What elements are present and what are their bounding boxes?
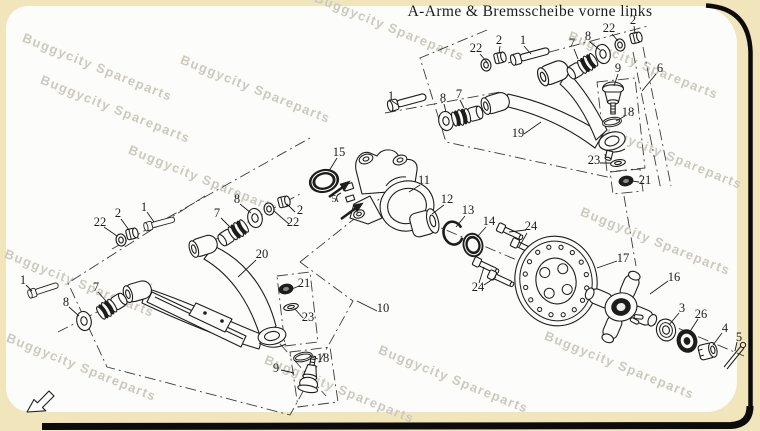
part-callout: 24 xyxy=(525,219,538,233)
direction-arrows xyxy=(328,180,364,221)
part-callout: 7 xyxy=(214,206,220,220)
hub-washer xyxy=(655,318,677,342)
flat-washer xyxy=(609,158,627,168)
lock-washer xyxy=(262,201,276,217)
washer xyxy=(245,206,265,230)
part-callout: 5 xyxy=(736,330,742,344)
part-callout: 16 xyxy=(668,270,681,284)
part-callout: 18 xyxy=(622,105,635,119)
arm-tube xyxy=(478,89,513,117)
part-callout: 22 xyxy=(287,215,300,229)
part-callout: 21 xyxy=(298,276,311,290)
part-callout: 7 xyxy=(93,280,99,294)
disc-bolt xyxy=(486,268,516,290)
page-title: A-Arme & Bremsscheibe vorne links xyxy=(407,3,653,20)
part-callout: 8 xyxy=(234,192,240,206)
upper-a-arm xyxy=(478,57,626,161)
washer xyxy=(74,309,94,333)
part-callout: 2 xyxy=(496,33,502,47)
wheel-bearing xyxy=(409,208,440,238)
part-callout: 22 xyxy=(603,21,616,35)
part-callout: 17 xyxy=(617,251,630,265)
castle-nut-upper xyxy=(617,174,635,188)
part-callout: 10 xyxy=(377,301,390,315)
part-callout: 4 xyxy=(722,321,729,335)
part-callout: 3 xyxy=(679,301,685,315)
bushing xyxy=(214,217,251,250)
cotter-pin xyxy=(723,341,747,370)
knuckle-seal xyxy=(308,168,340,194)
bushing xyxy=(449,103,486,128)
part-callout: 2 xyxy=(630,13,636,27)
castle-nut xyxy=(697,341,718,361)
nut xyxy=(492,50,508,65)
ball-joint-lower xyxy=(297,355,319,394)
part-callout: 12 xyxy=(441,192,454,206)
bushing xyxy=(564,51,601,83)
ball-joint-upper xyxy=(601,81,625,115)
lock-washer xyxy=(479,57,493,73)
part-callout: 2 xyxy=(115,206,121,220)
lock-washer xyxy=(613,37,627,53)
part-callout: 13 xyxy=(462,203,475,217)
part-callout: 1 xyxy=(388,89,394,103)
lock-washer xyxy=(114,232,128,248)
frame-border xyxy=(705,3,753,408)
part-callout: 23 xyxy=(588,153,601,167)
part-callout: 19 xyxy=(512,126,525,140)
part-callout: 26 xyxy=(695,307,708,321)
part-callout: 9 xyxy=(615,61,621,75)
part-callout: 15 xyxy=(333,145,346,159)
corner-arrow-icon xyxy=(26,390,55,413)
nut xyxy=(628,30,644,45)
o-ring xyxy=(292,350,314,364)
hub-seal xyxy=(462,232,484,258)
part-callout: 2 xyxy=(297,203,303,217)
part-callout: 11 xyxy=(418,173,430,187)
part-callout: 8 xyxy=(63,295,69,309)
frame-border xyxy=(41,405,754,430)
part-callout: 8 xyxy=(440,91,446,105)
part-callout: 24 xyxy=(472,280,485,294)
part-callout: 6 xyxy=(657,61,663,75)
o-ring xyxy=(601,115,623,129)
part-callout: 14 xyxy=(483,214,496,228)
part-callout: 22 xyxy=(470,41,483,55)
castle-nut-lower xyxy=(277,282,295,296)
part-callout: 18 xyxy=(317,351,330,365)
brake-disc xyxy=(514,235,598,327)
part-callout: 20 xyxy=(256,247,269,261)
part-callout: 1 xyxy=(141,200,147,214)
nut xyxy=(124,226,140,241)
part-callout: 7 xyxy=(456,87,462,101)
part-callout: 1 xyxy=(20,273,26,287)
part-callout: 5 xyxy=(332,194,337,205)
pivot-bolt xyxy=(142,214,177,232)
circlip xyxy=(442,220,464,246)
part-callout: 22 xyxy=(94,215,107,229)
lower-a-arm xyxy=(120,232,287,350)
part-callout: 21 xyxy=(639,173,652,187)
cone-washer xyxy=(676,329,698,353)
leader-lines xyxy=(25,25,738,374)
part-callout: 1 xyxy=(520,33,526,47)
pivot-bolt xyxy=(26,280,60,300)
part-callout: 23 xyxy=(302,310,315,324)
part-callout: 7 xyxy=(569,36,575,50)
part-callout: 8 xyxy=(585,29,591,43)
pivot-bolt xyxy=(508,44,551,67)
part-callout: 9 xyxy=(273,361,279,375)
wheel-hub xyxy=(584,270,658,344)
